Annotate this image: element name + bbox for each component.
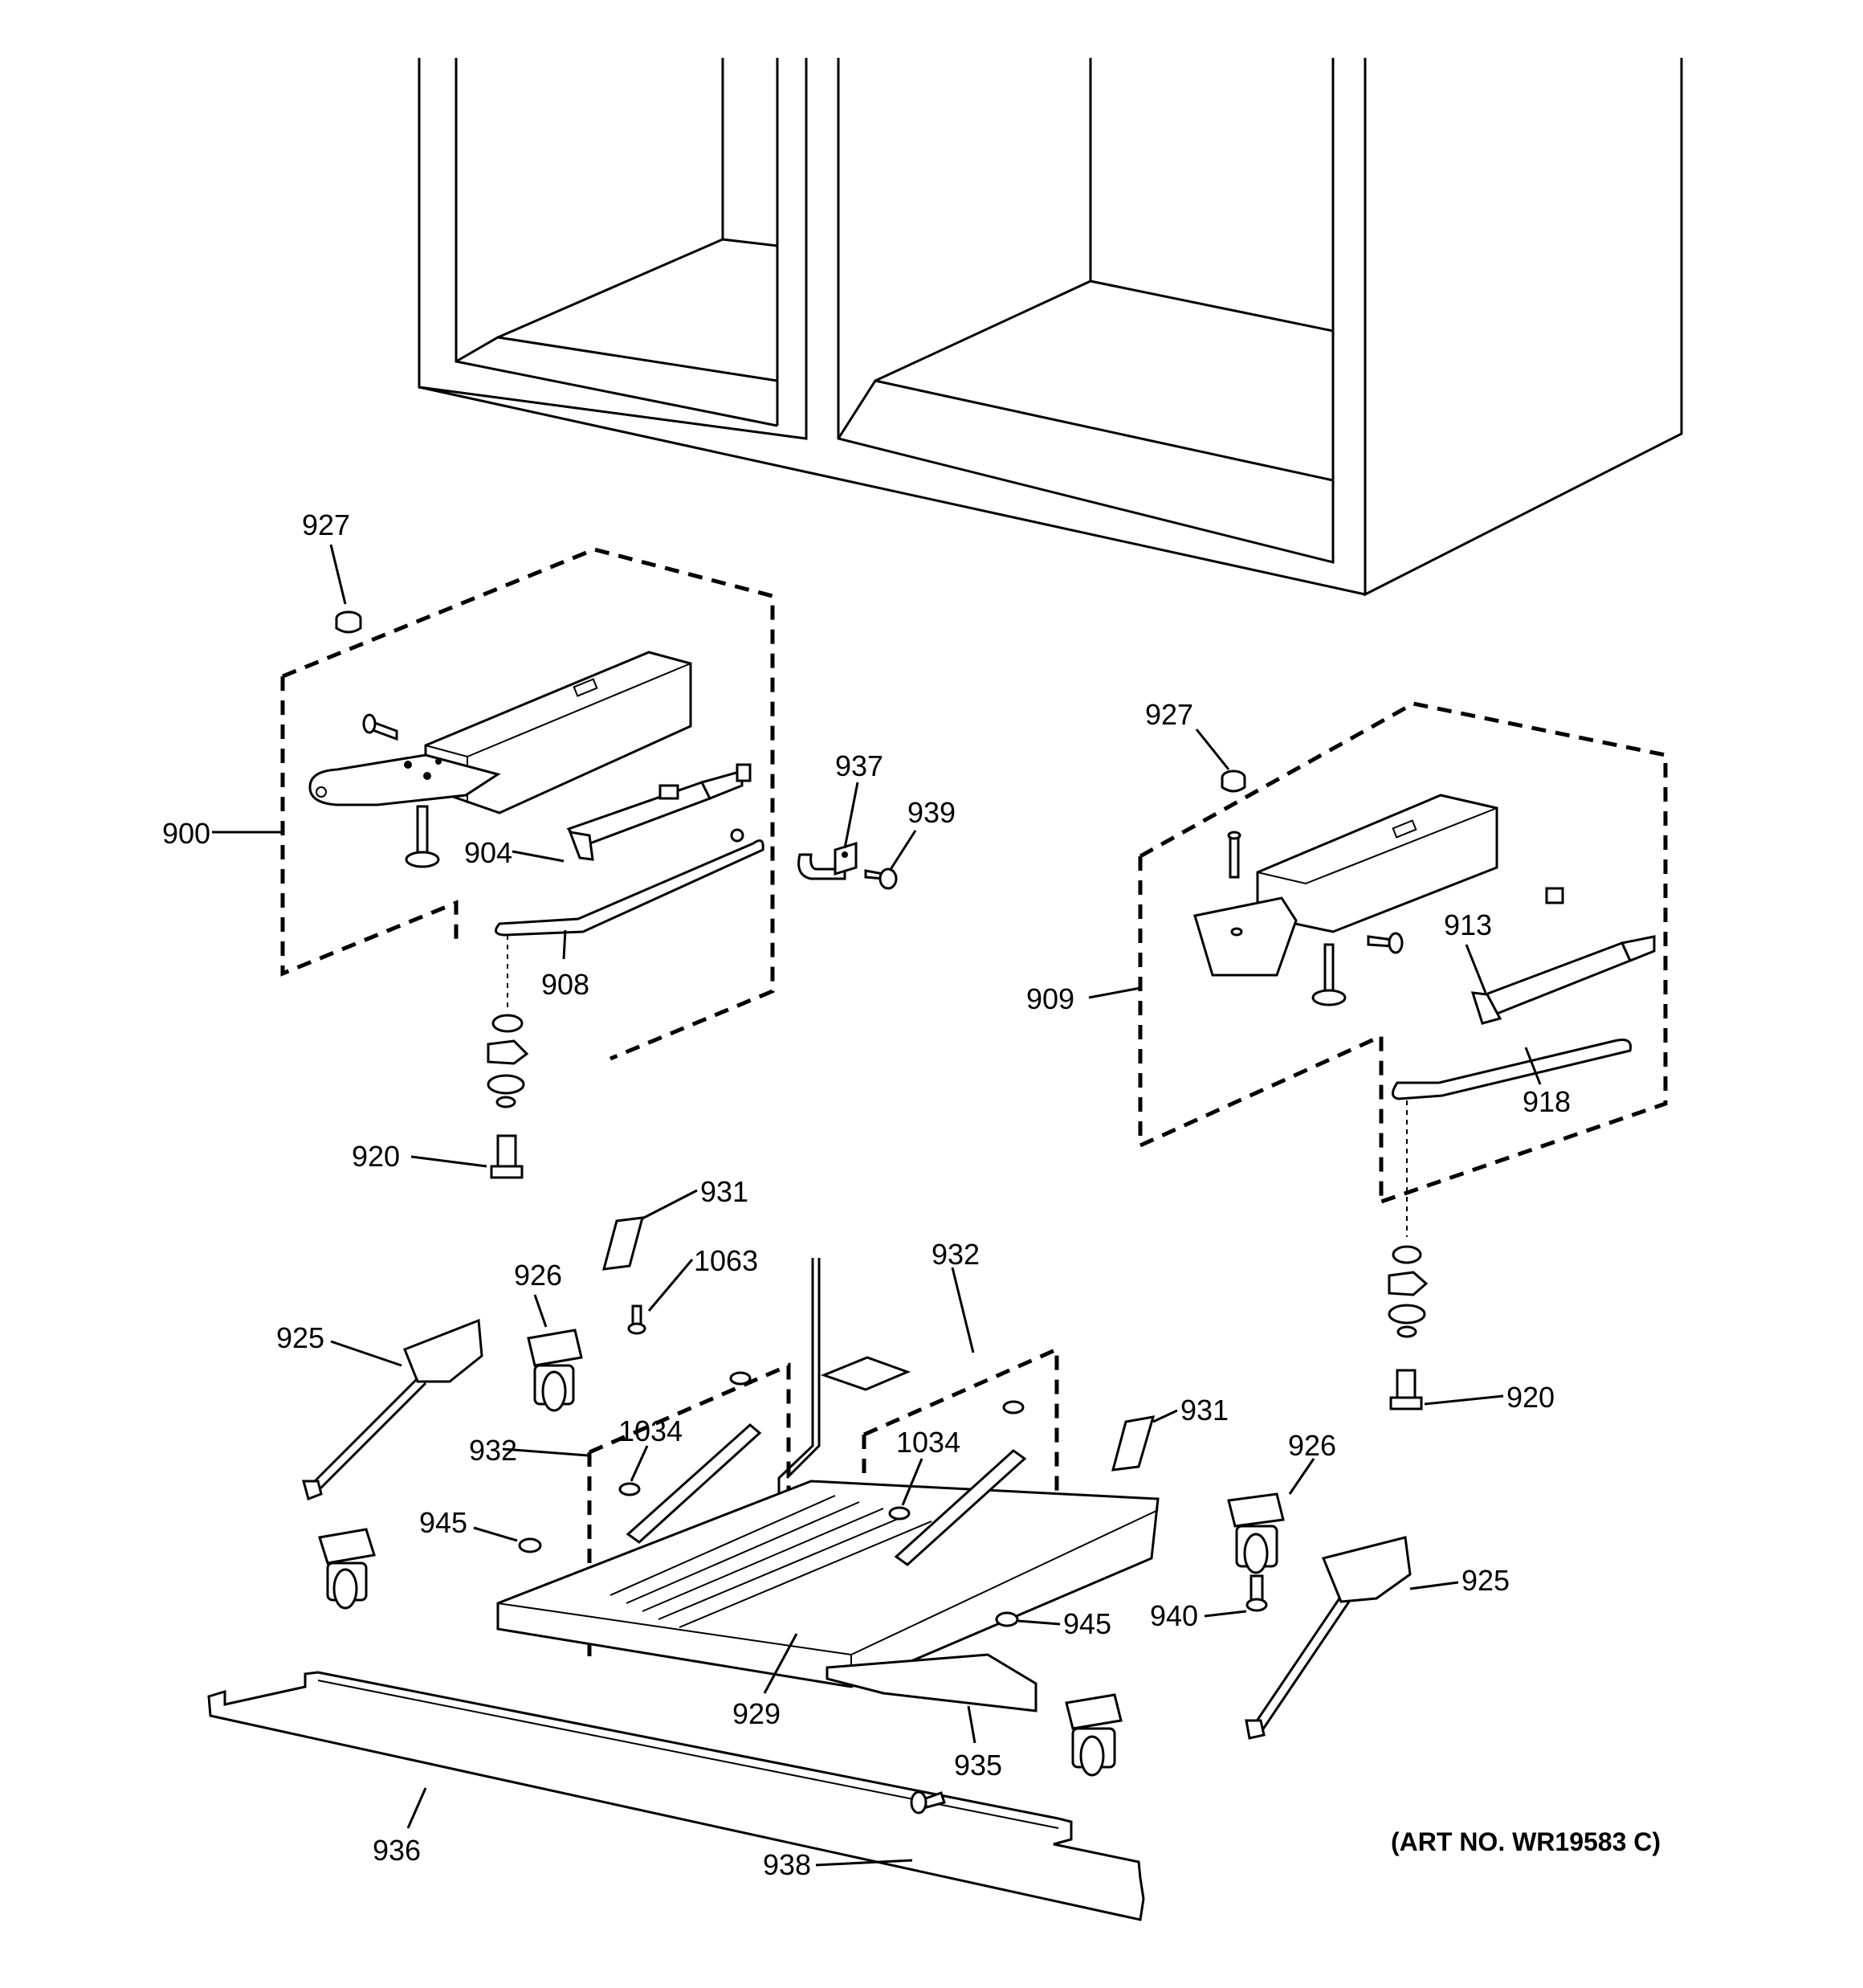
label-1063: 1063 [694,1244,758,1277]
leveler-925-right [1245,1536,1412,1740]
label-926: 926 [514,1259,562,1292]
hinge-bracket-937 [797,841,858,880]
part-labels: 927 900 904 908 937 939 920 927 909 913 … [162,508,1661,1881]
label-925: 925 [1461,1564,1510,1597]
leveler-925-left [302,1318,483,1500]
caster-left-front [318,1528,376,1610]
label-938: 938 [763,1848,811,1881]
label-925: 925 [276,1321,324,1354]
right-hinge-assembly [1138,701,1668,1410]
label-927: 927 [1145,698,1193,731]
leader-lines [212,544,1542,1867]
caster-right-front [1065,1693,1123,1777]
caster-926-right [1227,1492,1285,1574]
label-936: 936 [373,1834,421,1867]
label-931: 931 [700,1175,748,1208]
label-918: 918 [1523,1085,1571,1118]
label-1034: 1034 [618,1414,683,1447]
label-932: 932 [469,1434,517,1467]
label-945: 945 [1063,1607,1111,1640]
label-913: 913 [1444,908,1492,941]
label-909: 909 [1026,982,1074,1015]
label-908: 908 [541,968,589,1001]
label-935: 935 [954,1749,1002,1782]
label-926: 926 [1288,1429,1336,1462]
caster-926-left [527,1329,583,1412]
label-900: 900 [162,817,210,850]
label-920: 920 [1506,1381,1555,1414]
screw-939 [864,867,898,890]
label-920: 920 [352,1140,400,1173]
label-931: 931 [1180,1394,1229,1427]
label-940: 940 [1150,1599,1198,1632]
lower-assembly [207,1216,1412,1921]
left-hinge-assembly [280,547,775,1179]
label-937: 937 [835,749,883,782]
label-929: 929 [732,1697,781,1730]
label-945: 945 [419,1506,467,1539]
label-932: 932 [932,1238,980,1271]
label-927: 927 [302,508,350,541]
cabinet [418,58,1683,597]
label-939: 939 [907,796,956,829]
art-number: (ART NO. WR19583 C) [1391,1827,1661,1856]
label-904: 904 [464,836,512,869]
label-1034: 1034 [896,1426,960,1459]
